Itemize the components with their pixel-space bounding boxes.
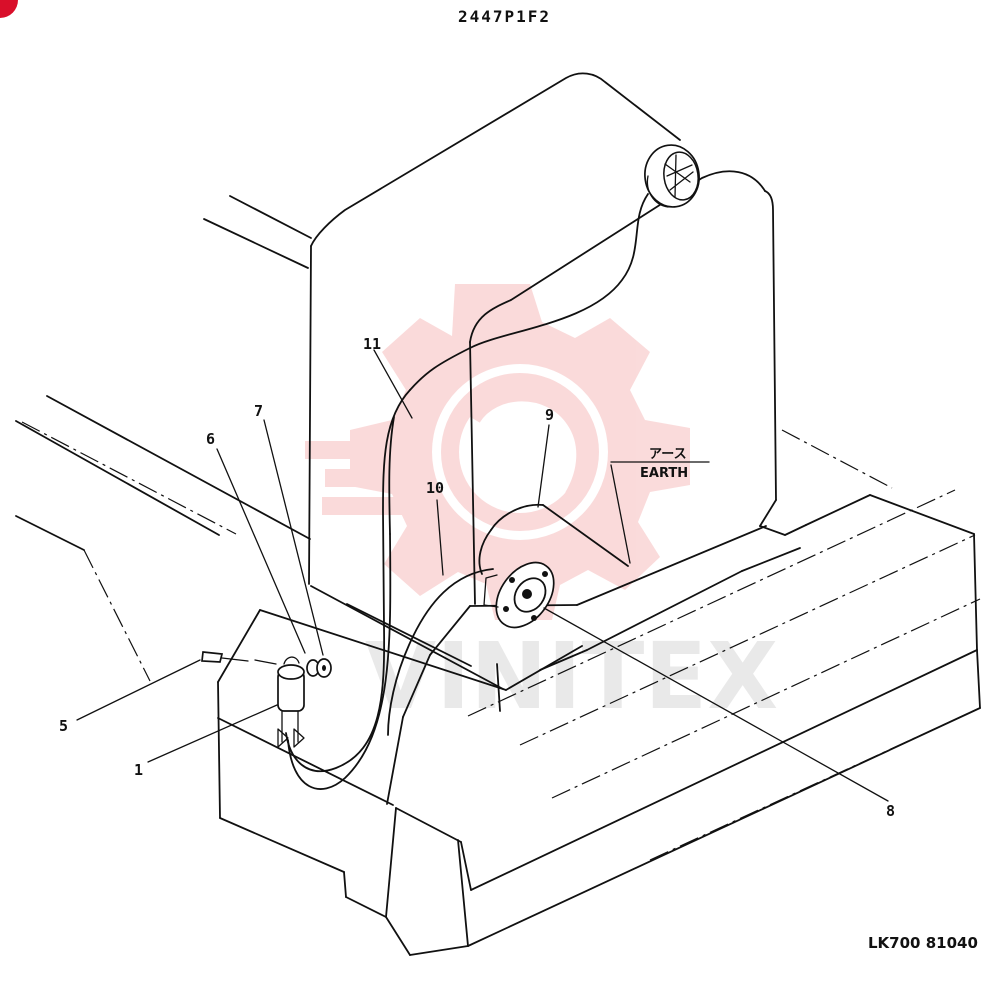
switch-assembly-icon: [201, 651, 332, 748]
watermark-text: VINITEX: [365, 623, 778, 730]
callout-1: 1: [134, 761, 143, 779]
drawing-code: LK700 81040: [868, 934, 978, 952]
callout-6: 6: [206, 430, 215, 448]
fitting-8-icon: [483, 561, 555, 629]
wire-harness: [285, 193, 649, 790]
work-lamp-icon: [644, 144, 700, 208]
machine-body-outline: [15, 72, 981, 956]
earth-label-english: EARTH: [640, 466, 688, 481]
drawing-title: 2447P1F2: [458, 7, 551, 26]
callout-8: 8: [886, 802, 895, 820]
callout-11: 11: [363, 335, 381, 353]
callout-7: 7: [254, 402, 263, 420]
callout-leaders: [76, 349, 889, 802]
callout-10: 10: [426, 479, 444, 497]
corner-badge: [0, 0, 18, 18]
callout-5: 5: [59, 717, 68, 735]
earth-label-japanese: アース: [649, 447, 687, 462]
callout-9: 9: [545, 406, 554, 424]
